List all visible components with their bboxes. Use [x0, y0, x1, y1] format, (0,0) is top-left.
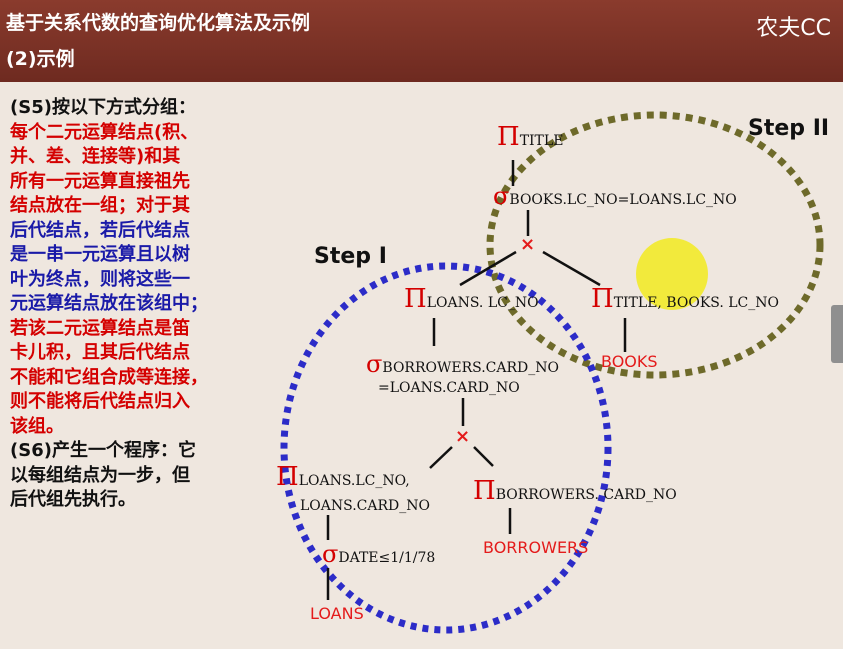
- step1-label: Step I: [314, 244, 387, 269]
- step2-label: Step II: [748, 116, 830, 141]
- explanation-line-15: (S6)产生一个程序：它: [10, 440, 196, 461]
- node-times-bottom: ×: [455, 426, 471, 447]
- pi-loans-attr: LOANS. LC_NO: [426, 295, 539, 311]
- edge-times2-left: [429, 446, 453, 469]
- pi-symbol: Π: [591, 284, 614, 314]
- sigma-symbol: σ: [366, 350, 383, 378]
- node-sigma-card-no: σBORROWERS.CARD_NO: [366, 350, 559, 378]
- sigma-symbol: σ: [322, 540, 339, 568]
- side-scroll-handle[interactable]: [831, 305, 843, 363]
- pi-title-attr: TITLE: [519, 133, 564, 149]
- sigma-date-condition: DATE≤1/1/78: [338, 550, 436, 566]
- explanation-line-1: (S5)按以下方式分组：: [10, 97, 196, 118]
- explanation-line-5: 结点放在一组；对于其: [10, 195, 190, 216]
- pi-symbol: Π: [473, 476, 496, 506]
- explanation-line-16: 以每组结点为一步，但: [10, 464, 190, 486]
- relation-borrowers: BORROWERS: [483, 538, 589, 557]
- pi-borrowers-attr: BORROWERS. CARD_NO: [495, 487, 677, 503]
- pi-title-books-attr: TITLE, BOOKS. LC_NO: [613, 295, 780, 311]
- explanation-line-7: 是一串一元运算且以树: [10, 244, 190, 265]
- node-pi-borrowers: ΠBORROWERS. CARD_NO: [473, 476, 677, 506]
- slide-subtitle: (2)示例: [6, 48, 75, 70]
- node-pi-title: ΠTITLE: [497, 122, 563, 152]
- pi-loans-card-attr-2: LOANS.CARD_NO: [300, 498, 430, 514]
- edge-times2-right: [473, 446, 494, 467]
- explanation-line-14: 该组。: [10, 415, 64, 437]
- node-pi-loans-lc-no: ΠLOANS. LC_NO: [404, 284, 539, 314]
- node-sigma-date: σDATE≤1/1/78: [322, 540, 435, 568]
- explanation-line-13: 则不能将后代结点归入: [10, 391, 190, 412]
- explanation-line-4: 所有一元运算直接祖先: [10, 170, 190, 192]
- node-times-top: ×: [520, 234, 536, 255]
- explanation-line-6: 后代结点，若后代结点: [10, 219, 190, 241]
- sigma-lc-no-condition: BOOKS.LC_NO=LOANS.LC_NO: [509, 192, 737, 208]
- relation-books: BOOKS: [601, 352, 658, 371]
- explanation-line-9: 元运算结点放在该组中；: [10, 293, 208, 314]
- explanation-line-8: 叶为终点，则将这些一: [10, 268, 190, 290]
- explanation-line-2: 每个二元运算结点(积、: [10, 121, 199, 143]
- brand-watermark: 农夫CC: [756, 16, 831, 41]
- pi-symbol: Π: [404, 284, 427, 314]
- slide-header: 基于关系代数的查询优化算法及示例 (2)示例 农夫CC: [0, 0, 843, 82]
- step2-group-ellipse: [486, 111, 824, 379]
- pi-loans-card-attr-1: LOANS.LC_NO,: [298, 473, 410, 489]
- pi-symbol: Π: [497, 122, 520, 152]
- slide-title: 基于关系代数的查询优化算法及示例: [6, 12, 311, 34]
- explanation-line-11: 卡儿积，且其后代结点: [10, 342, 190, 363]
- pi-symbol: Π: [276, 462, 299, 492]
- explanation-line-3: 并、差、连接等)和其: [10, 146, 181, 167]
- node-pi-title-books: ΠTITLE, BOOKS. LC_NO: [591, 284, 779, 314]
- explanation-line-10: 若该二元运算结点是笛: [10, 317, 190, 339]
- edge-times-right: [542, 250, 601, 287]
- explanation-text: (S5)按以下方式分组： 每个二元运算结点(积、 并、差、连接等)和其 所有一元…: [10, 96, 280, 513]
- relation-loans: LOANS: [310, 604, 364, 623]
- explanation-line-12: 不能和它组合成等连接，: [10, 366, 208, 388]
- sigma-card-no-condition-2: =LOANS.CARD_NO: [378, 380, 520, 396]
- step1-group-ellipse: [280, 262, 612, 634]
- node-sigma-lc-no: σBOOKS.LC_NO=LOANS.LC_NO: [493, 182, 737, 210]
- explanation-line-17: 后代组先执行。: [10, 489, 136, 510]
- sigma-symbol: σ: [493, 182, 510, 210]
- edge-times-left: [459, 250, 517, 287]
- laser-pointer-spot: [636, 238, 708, 310]
- node-pi-loans-card: ΠLOANS.LC_NO,: [276, 462, 410, 492]
- sigma-card-no-condition-1: BORROWERS.CARD_NO: [382, 360, 559, 376]
